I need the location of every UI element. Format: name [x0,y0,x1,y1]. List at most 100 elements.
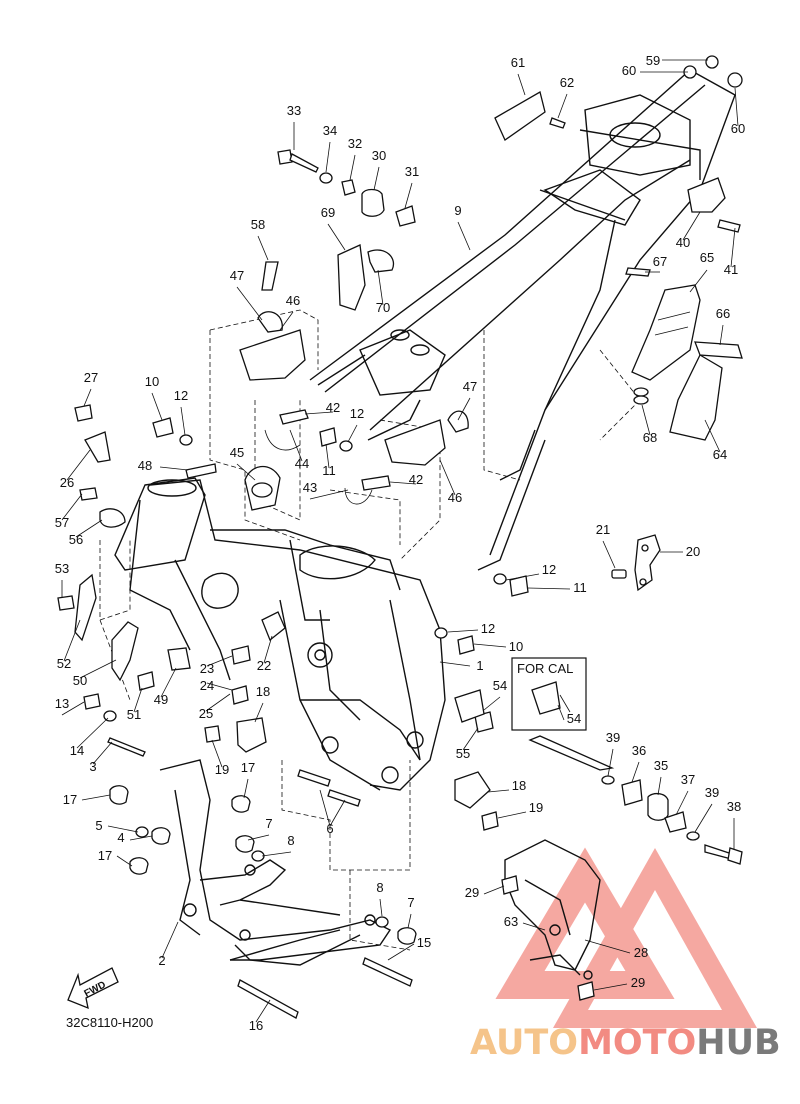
callout-63: 63 [504,914,518,929]
callout-19: 19 [215,762,229,777]
callout-8: 8 [287,833,294,848]
right-side-parts [528,55,743,865]
callout-17: 17 [241,760,255,775]
callout-25: 25 [199,706,213,721]
callout-41: 41 [724,262,738,277]
callout-52: 52 [57,656,71,671]
callout-67: 67 [653,254,667,269]
callout-1: 1 [476,658,483,673]
callout-4: 4 [117,830,124,845]
callout-5: 5 [95,818,102,833]
callout-70: 70 [376,300,390,315]
lower-left-parts [83,573,595,1019]
callout-36: 36 [632,743,646,758]
callout-62: 62 [560,75,574,90]
callout-38: 38 [727,799,741,814]
callout-12: 12 [481,621,495,636]
watermark-text-auto: AUTO [470,1023,578,1063]
diagram-code: 32C8110-H200 [66,1015,153,1030]
callout-10: 10 [145,374,159,389]
main-frame-drawing [114,69,736,791]
callout-47: 47 [230,268,244,283]
callout-54: 54 [493,678,507,693]
callout-29: 29 [631,975,645,990]
callout-32: 32 [348,136,362,151]
callout-13: 13 [55,696,69,711]
callout-54: 54 [567,711,581,726]
callout-45: 45 [230,445,244,460]
callout-19: 19 [529,800,543,815]
callout-60: 60 [622,63,636,78]
callout-7: 7 [265,816,272,831]
callout-55: 55 [456,746,470,761]
callout-12: 12 [174,388,188,403]
leader-lines [61,59,739,1023]
callout-2: 2 [158,953,165,968]
callout-18: 18 [512,778,526,793]
callout-24: 24 [200,678,214,693]
callout-23: 23 [200,661,214,676]
callout-18: 18 [256,684,270,699]
callout-51: 51 [127,707,141,722]
callout-43: 43 [303,480,317,495]
for-cal-box: FOR CAL [511,657,587,731]
callout-59: 59 [646,53,660,68]
callout-50: 50 [73,673,87,688]
callout-27: 27 [84,370,98,385]
callout-26: 26 [60,475,74,490]
callout-8: 8 [376,880,383,895]
callout-15: 15 [417,935,431,950]
callout-69: 69 [321,205,335,220]
callout-49: 49 [154,692,168,707]
callout-44: 44 [295,456,309,471]
callout-39: 39 [705,785,719,800]
watermark-text-hub: HUB [696,1023,780,1063]
rear-bracket-drawing [504,839,601,980]
watermark-text-moto: MOTO [578,1023,696,1063]
watermark-text: AUTOMOTOHUB [470,1023,781,1063]
for-cal-label: FOR CAL [517,661,573,676]
callout-11: 11 [322,463,336,478]
callout-29: 29 [465,885,479,900]
callout-37: 37 [681,772,695,787]
upper-left-parts [261,91,566,311]
callout-58: 58 [251,217,265,232]
callout-34: 34 [323,123,337,138]
callout-46: 46 [448,490,462,505]
callout-61: 61 [511,55,525,70]
callout-39: 39 [606,730,620,745]
callout-14: 14 [70,743,84,758]
callout-16: 16 [249,1018,263,1033]
callout-3: 3 [89,759,96,774]
left-parts [57,311,469,682]
callout-12: 12 [542,562,556,577]
dashed-group-outlines [99,309,641,951]
callout-6: 6 [326,821,333,836]
callout-42: 42 [409,472,423,487]
callout-33: 33 [287,103,301,118]
callout-42: 42 [326,400,340,415]
callout-20: 20 [686,544,700,559]
callout-11: 11 [573,580,587,595]
callout-48: 48 [138,458,152,473]
callout-12: 12 [350,406,364,421]
callout-60: 60 [731,121,745,136]
callout-56: 56 [69,532,83,547]
watermark-logo [495,847,757,1028]
callout-35: 35 [654,758,668,773]
callout-40: 40 [676,235,690,250]
callout-31: 31 [405,164,419,179]
engine-cradle-drawing [159,759,392,966]
fwd-arrow: FWD [67,967,119,1010]
callout-30: 30 [372,148,386,163]
callout-21: 21 [596,522,610,537]
callout-64: 64 [713,447,727,462]
callout-65: 65 [700,250,714,265]
callout-7: 7 [407,895,414,910]
callout-22: 22 [257,658,271,673]
callout-47: 47 [463,379,477,394]
callout-9: 9 [454,203,461,218]
callout-68: 68 [643,430,657,445]
